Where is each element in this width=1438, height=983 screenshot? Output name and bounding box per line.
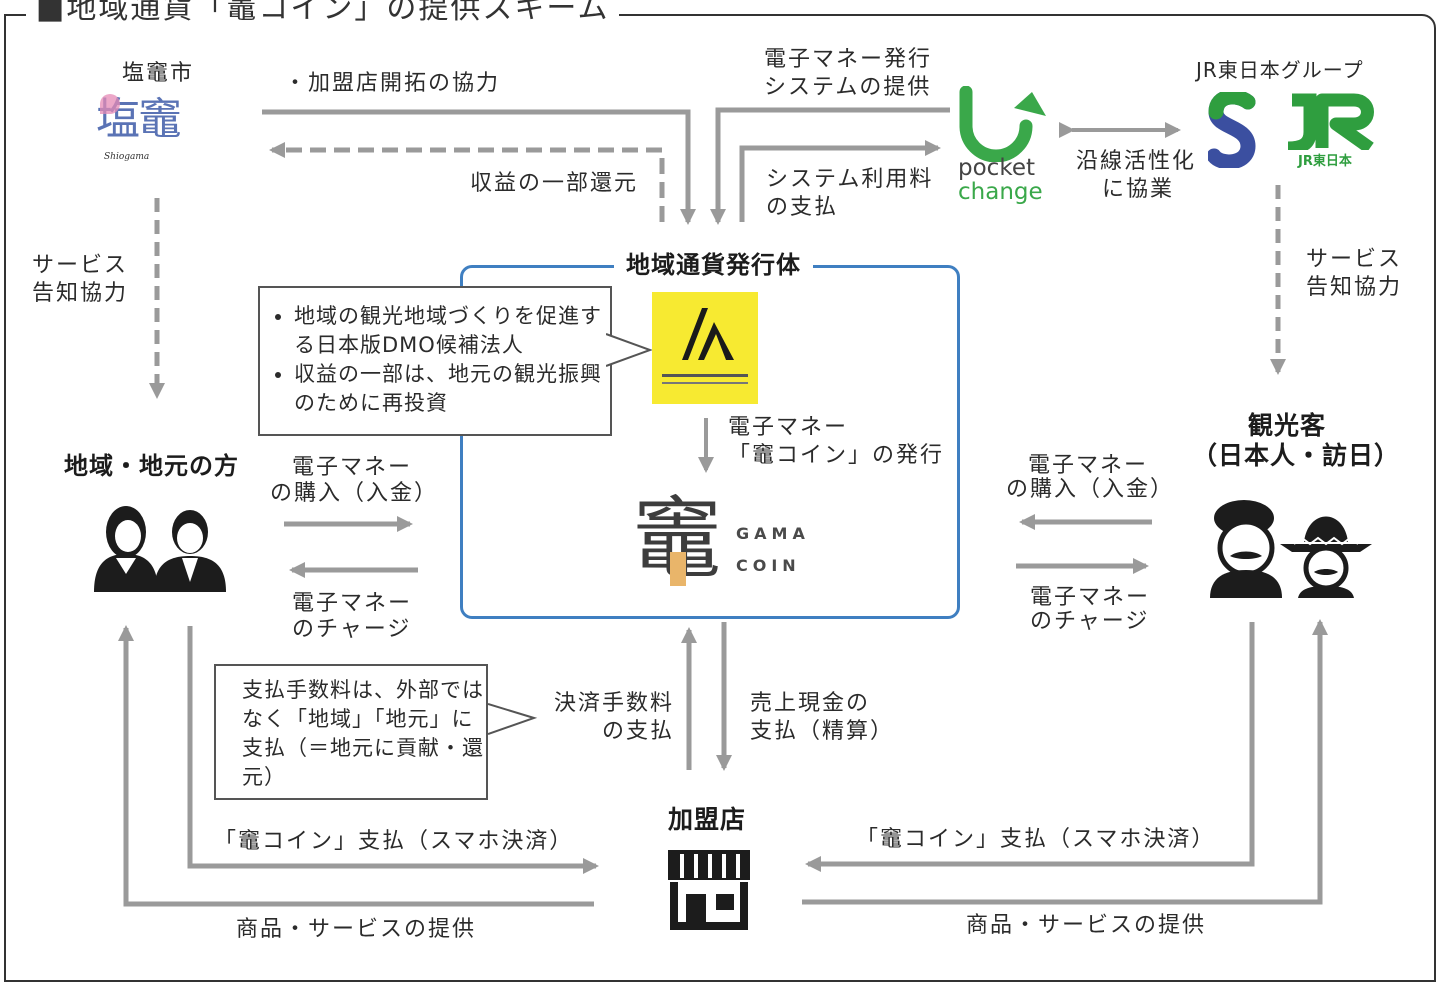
label-sales-1: 売上現金の — [750, 691, 871, 716]
label-emoney-system-2: システムの提供 — [764, 75, 932, 100]
label-charge-right-2: のチャージ — [1030, 609, 1150, 634]
pocket-change-logo: pocket change — [956, 85, 1052, 210]
label-partnership-1: 沿線活性化 — [1076, 149, 1197, 174]
arrow-pay-left — [187, 626, 599, 874]
label-goods-right: 商品・サービスの提供 — [966, 913, 1207, 938]
shiogama-logo: 塩竈 Shiogama — [96, 90, 216, 170]
tourists-label-2: （日本人・訪日） — [1192, 441, 1401, 470]
label-sales-2: 支払（精算） — [750, 719, 895, 744]
label-pay-left: 「竈コイン」支払（スマホ決済） — [214, 829, 574, 854]
gamacoin-logo: 竈 GAMA COIN — [632, 490, 832, 596]
arrow-system-fee — [739, 140, 941, 222]
locals-people-icon — [94, 506, 226, 592]
pocket-change-word-2: change — [958, 179, 1043, 205]
label-purchase-left-2: の購入（入金） — [270, 481, 439, 506]
issuer-note-pointer — [606, 333, 653, 367]
issuer-note-2: 収益の一部は、地元の観光振興のために再投資 — [294, 360, 610, 418]
label-purchase-right-1: 電子マネー — [1028, 453, 1149, 478]
label-charge-right-1: 電子マネー — [1030, 585, 1151, 610]
label-service-notice-left-2: 告知協力 — [32, 281, 129, 306]
issuer-label: 地域通貨発行体 — [614, 251, 813, 279]
dmo-logo-caption — [662, 374, 748, 377]
label-service-notice-right-2: 告知協力 — [1306, 275, 1403, 300]
gamacoin-word-1: GAMA — [736, 524, 810, 543]
shiogama-name: 塩竈市 — [122, 61, 195, 86]
jr-mark-icon — [1287, 93, 1374, 155]
pocket-change-icon — [959, 85, 1046, 163]
diagram-frame — [4, 14, 1436, 982]
tourists-people-icon — [1210, 500, 1372, 598]
label-settle-fee-2: の支払 — [602, 719, 675, 744]
dmo-mark-icon — [682, 308, 734, 360]
shiogama-logo-sub: Shiogama — [104, 152, 150, 162]
label-service-notice-right-1: サービス — [1306, 247, 1403, 272]
tourists-label-1: 観光客 — [1248, 411, 1327, 440]
label-system-fee-2: の支払 — [766, 195, 839, 220]
store-label: 加盟店 — [668, 805, 747, 834]
store-icon — [668, 850, 750, 930]
label-issue-1: 電子マネー — [728, 415, 849, 440]
issuer-note-1: 地域の観光地域づくりを促進する日本版DMO候補法人 — [294, 302, 610, 360]
label-charge-left-2: のチャージ — [292, 617, 412, 642]
arrow-goods-right — [802, 619, 1328, 905]
issuer-note-box: 地域の観光地域づくりを促進する日本版DMO候補法人 収益の一部は、地元の観光振興… — [258, 286, 612, 436]
arrow-pay-right — [805, 622, 1255, 872]
label-system-fee-1: システム利用料 — [766, 167, 934, 192]
dmo-logo-caption-2 — [662, 382, 748, 384]
jr-logo: JR東日本 — [1284, 92, 1384, 172]
arrow-goods-left — [118, 625, 594, 907]
fee-note-box: 支払手数料は、外部ではなく「地域」「地元」に支払（＝地元に貢献・還元） — [214, 664, 488, 800]
dmo-logo — [652, 292, 758, 404]
fee-note-pointer — [488, 703, 538, 735]
label-goods-left: 商品・サービスの提供 — [236, 917, 477, 942]
label-purchase-left-1: 電子マネー — [292, 455, 413, 480]
label-pay-right: 「竈コイン」支払（スマホ決済） — [856, 827, 1216, 852]
suica-logo — [1206, 89, 1256, 170]
label-service-notice-left-1: サービス — [32, 253, 129, 278]
label-emoney-system-1: 電子マネー発行 — [764, 47, 933, 72]
arrow-revenue-return — [269, 142, 665, 222]
jr-logo-sub: JR東日本 — [1298, 154, 1352, 169]
label-charge-left-1: 電子マネー — [292, 591, 413, 616]
pocket-change-word-1: pocket — [958, 155, 1035, 181]
label-settle-fee-1: 決済手数料 — [554, 691, 675, 716]
locals-label: 地域・地元の方 — [64, 452, 239, 480]
label-partnership-2: に協業 — [1102, 177, 1175, 202]
label-store-recruit: ・加盟店開拓の協力 — [284, 71, 501, 96]
gamacoin-accent — [670, 552, 686, 586]
shiogama-logo-petal — [100, 94, 120, 114]
label-issue-2: 「竈コイン」の発行 — [728, 443, 945, 468]
arrow-system-provide — [710, 107, 950, 225]
label-revenue-return: 収益の一部還元 — [470, 171, 639, 196]
diagram-title: ■地域通貨「竈コイン」の提供スキーム — [26, 0, 620, 26]
gamacoin-word-2: COIN — [736, 556, 801, 575]
arrow-store-recruit — [262, 109, 696, 225]
label-purchase-right-2: の購入（入金） — [1006, 477, 1175, 502]
suica-s-icon — [1206, 89, 1256, 170]
jr-group-name: JR東日本グループ — [1196, 58, 1364, 82]
